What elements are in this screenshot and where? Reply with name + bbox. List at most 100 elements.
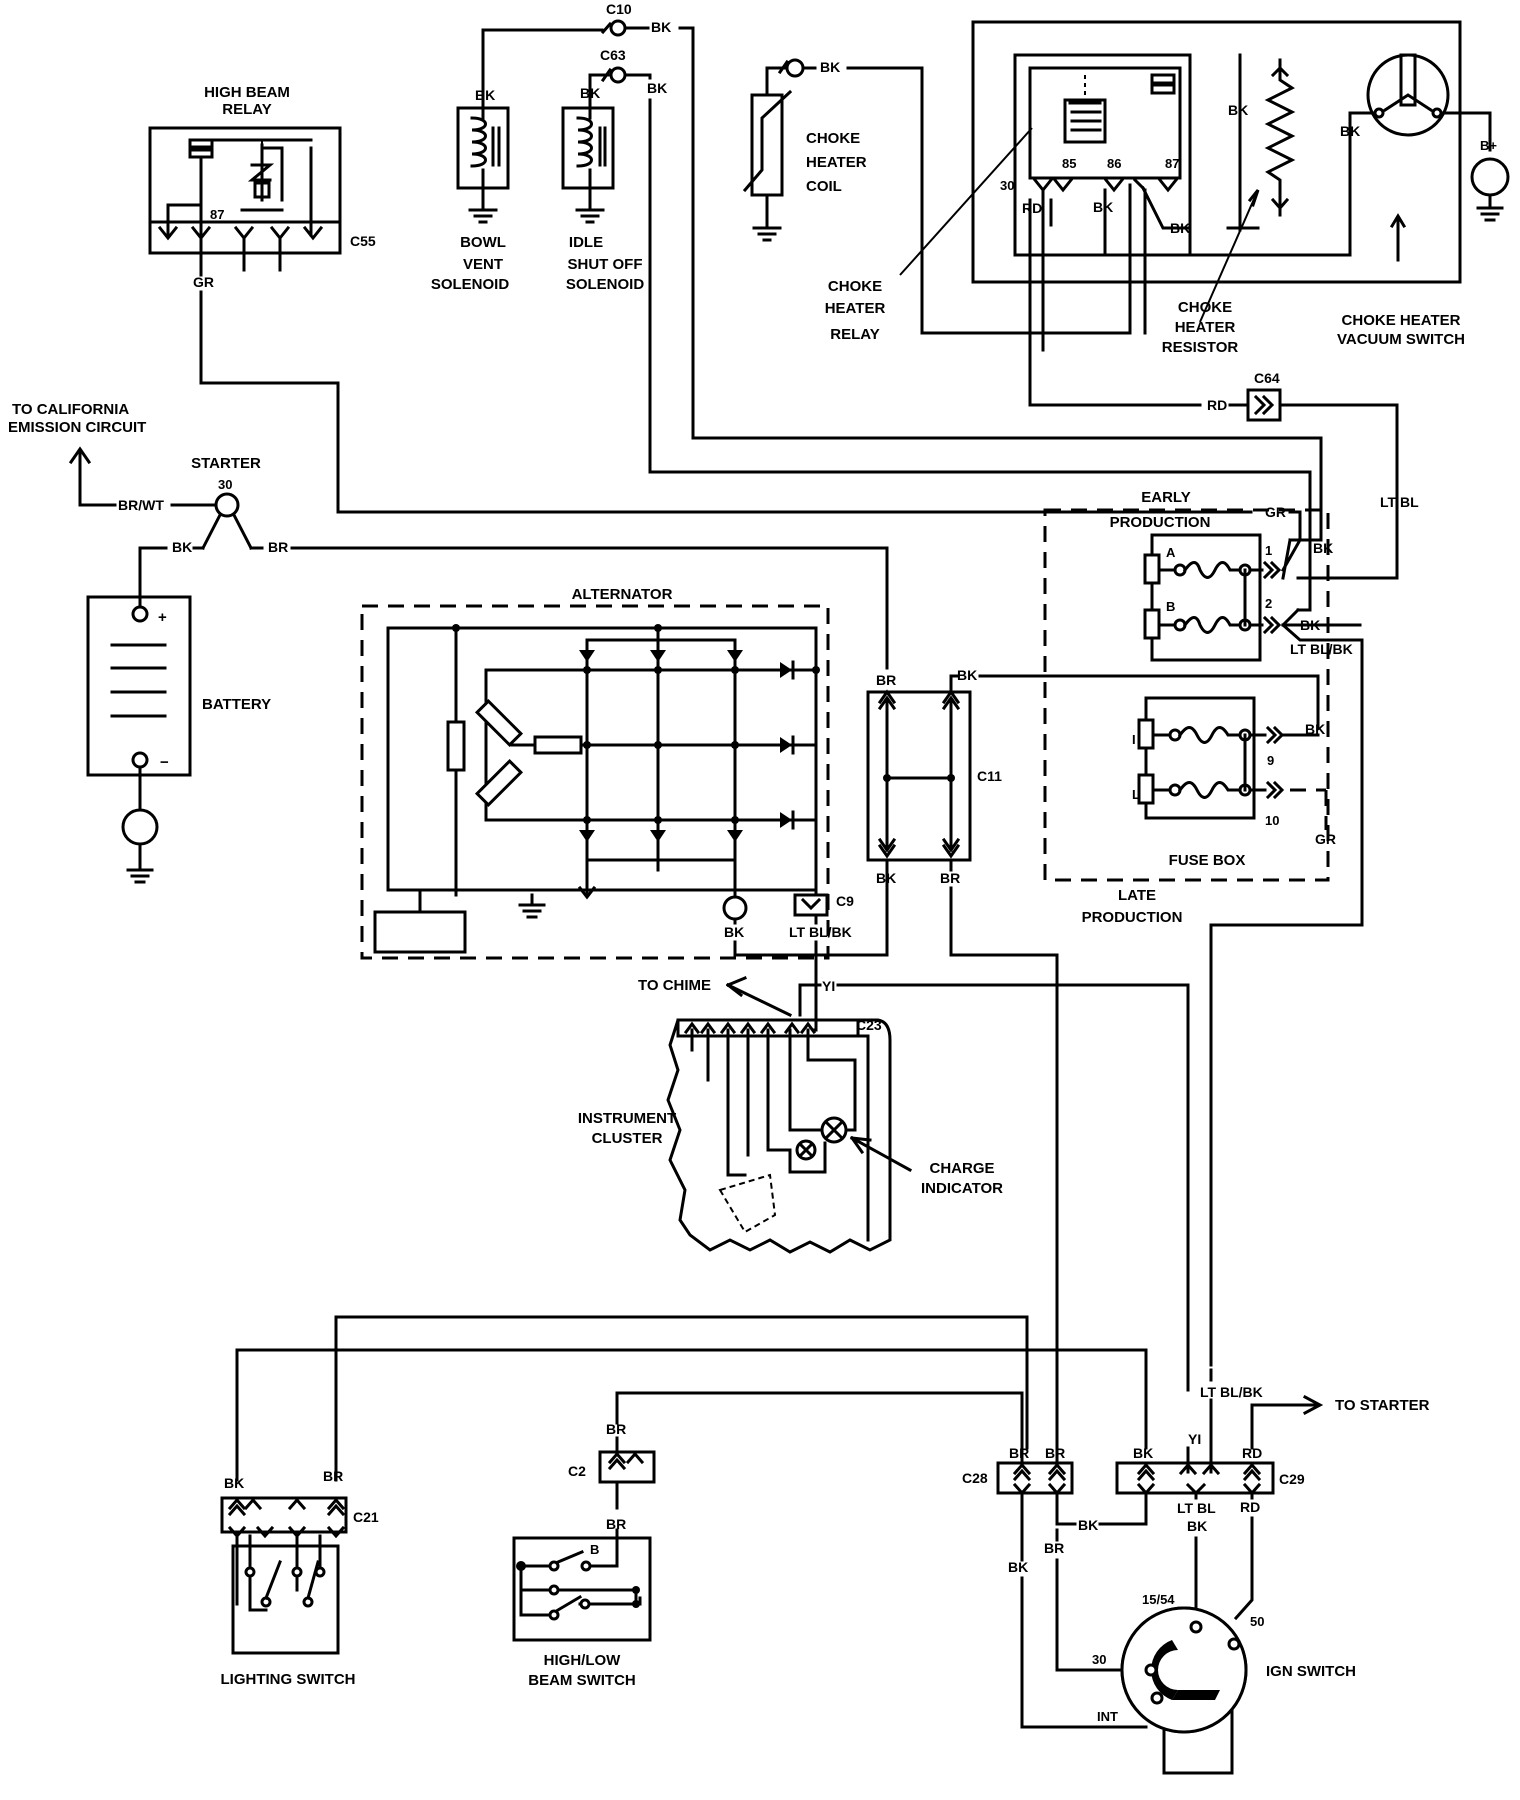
to-california-label: TO CALIFORNIA xyxy=(12,401,129,418)
charge-indicator-pointer xyxy=(849,1135,913,1173)
high-beam-relay xyxy=(148,126,342,272)
bowl-vent-label: SOLENOID xyxy=(431,276,510,293)
wire-br-label: BR xyxy=(1009,1445,1029,1461)
yl-wire xyxy=(798,983,1190,1392)
wire-bk-label: BK xyxy=(475,87,495,103)
vacuum-switch-label: VACUUM SWITCH xyxy=(1337,331,1465,348)
choke-resistor-label: CHOKE xyxy=(1178,299,1232,316)
choke-heater-resistor xyxy=(1264,58,1296,217)
high-beam-relay-label: HIGH BEAM xyxy=(204,84,290,101)
battery xyxy=(86,595,192,884)
wire-lt-bl-bk-label: LT BL/BK xyxy=(1200,1384,1263,1400)
bowl-vent-solenoid xyxy=(456,28,604,224)
connector-c63 xyxy=(600,66,627,84)
wire-rd-label: RD xyxy=(1242,1445,1262,1461)
connector-c2 xyxy=(598,1436,656,1510)
wire-bk-label: BK xyxy=(724,924,744,940)
to-starter-wire xyxy=(1250,1394,1324,1450)
wire-bk-label: BK xyxy=(1305,721,1325,737)
rd-wire-c64 xyxy=(1028,198,1399,580)
late-production-label: PRODUCTION xyxy=(1082,909,1183,926)
wire-lt-bl-label: LT BL xyxy=(1177,1500,1216,1516)
alternator-label: ALTERNATOR xyxy=(572,586,673,603)
connector-c64-label: C64 xyxy=(1254,370,1280,386)
relay-terminal-85: 85 xyxy=(1062,156,1076,171)
high-low-label: BEAM SWITCH xyxy=(528,1672,636,1689)
wire-bk-label: BK xyxy=(876,870,896,886)
ign-terminal-30: 30 xyxy=(1092,1652,1106,1667)
choke-relay-label: HEATER xyxy=(825,300,886,317)
bk-wire-c10 xyxy=(624,26,1323,542)
wire-bk-label: BK xyxy=(957,667,977,683)
alternator-boundary xyxy=(360,604,830,960)
ign-switch-label: IGN SWITCH xyxy=(1266,1663,1356,1680)
c29-rd-to-ign xyxy=(1233,1491,1254,1621)
instrument-cluster-label: INSTRUMENT xyxy=(578,1110,676,1127)
wire-lt-bl-bk-label: LT BL/BK xyxy=(789,924,852,940)
wire-yl-label: YI xyxy=(822,978,835,994)
high-low-beam-switch xyxy=(512,1528,652,1642)
c11-bk-wire-to-fuse xyxy=(949,674,1320,730)
wire-gr-label: GR xyxy=(1315,831,1336,847)
ign-terminal-50: 50 xyxy=(1250,1614,1264,1629)
connector-c9-label: C9 xyxy=(836,893,854,909)
connector-c21-label: C21 xyxy=(353,1509,379,1525)
connector-c11-label: C11 xyxy=(977,768,1002,784)
wire-bk-label: BK xyxy=(1187,1518,1207,1534)
idle-shutoff-label: SOLENOID xyxy=(566,276,645,293)
starter-label: STARTER xyxy=(191,455,261,472)
choke-heater-coil xyxy=(742,58,805,242)
choke-coil-label: COIL xyxy=(806,178,842,195)
fuse-box-label: FUSE BOX xyxy=(1169,852,1246,869)
br-wire-hilo xyxy=(615,1391,1024,1450)
br-wt-wire xyxy=(78,448,217,507)
fusebox-wires xyxy=(1209,510,1364,1367)
wire-bk-label: BK xyxy=(1228,102,1248,118)
instrument-cluster-label: CLUSTER xyxy=(592,1130,663,1147)
wire-bk-label: BK xyxy=(580,85,600,101)
battery-bk-wire xyxy=(138,546,205,610)
wire-br-label: BR xyxy=(940,870,960,886)
high-beam-relay-label: RELAY xyxy=(222,101,271,118)
c28-br-to-ign xyxy=(1055,1528,1150,1672)
high-low-label: HIGH/LOW xyxy=(544,1652,621,1669)
charge-indicator-label: INDICATOR xyxy=(921,1180,1003,1197)
battery-label: BATTERY xyxy=(202,696,271,713)
early-production-label: PRODUCTION xyxy=(1110,514,1211,531)
wire-bk-label: BK xyxy=(820,59,840,75)
connector-c28 xyxy=(996,1446,1074,1496)
to-chime-label: TO CHIME xyxy=(638,977,711,994)
wire-yl-label: YI xyxy=(1188,1431,1201,1447)
wire-bk-label: BK xyxy=(1313,540,1333,556)
starter-terminal xyxy=(200,492,254,551)
choke-coil-label: HEATER xyxy=(806,154,867,171)
to-chime-arrow xyxy=(725,976,793,1018)
choke-relay-label: RELAY xyxy=(830,326,879,343)
hilo-terminal-b: B xyxy=(590,1542,599,1557)
wire-gr-label: GR xyxy=(1265,504,1286,520)
fuse-b-label: B xyxy=(1166,599,1175,614)
wire-br-label: BR xyxy=(606,1421,626,1437)
br-wire-to-c11 xyxy=(249,546,889,670)
choke-resistor-label: RESISTOR xyxy=(1162,339,1239,356)
idle-shutoff-label: SHUT OFF xyxy=(568,256,643,273)
charge-indicator-label: CHARGE xyxy=(929,1160,994,1177)
choke-coil-label: CHOKE xyxy=(806,130,860,147)
wire-bk-label: BK xyxy=(651,19,671,35)
vacuum-switch-label: CHOKE HEATER xyxy=(1342,312,1461,329)
wire-rd-label: RD xyxy=(1022,200,1042,216)
early-fuse-block xyxy=(1143,533,1282,662)
bk-wire-lighting xyxy=(235,1348,1148,1482)
bk-wire-choke-coil xyxy=(801,66,1132,335)
wire-bk-label: BK xyxy=(647,80,667,96)
wire-lt-bl-bk-label: LT BL/BK xyxy=(1290,641,1353,657)
wire-br-label: BR xyxy=(876,672,896,688)
california-arrow xyxy=(68,446,92,465)
lighting-switch-label: LIGHTING SWITCH xyxy=(221,1671,356,1688)
br-wire-lighting xyxy=(334,1315,1029,1482)
gr-wire-relay-to-fusebox xyxy=(199,238,1253,514)
connector-c23-label: C23 xyxy=(856,1017,882,1033)
terminal-1: 1 xyxy=(1265,543,1272,558)
connector-c64 xyxy=(1246,388,1282,422)
connector-c10 xyxy=(600,19,627,37)
